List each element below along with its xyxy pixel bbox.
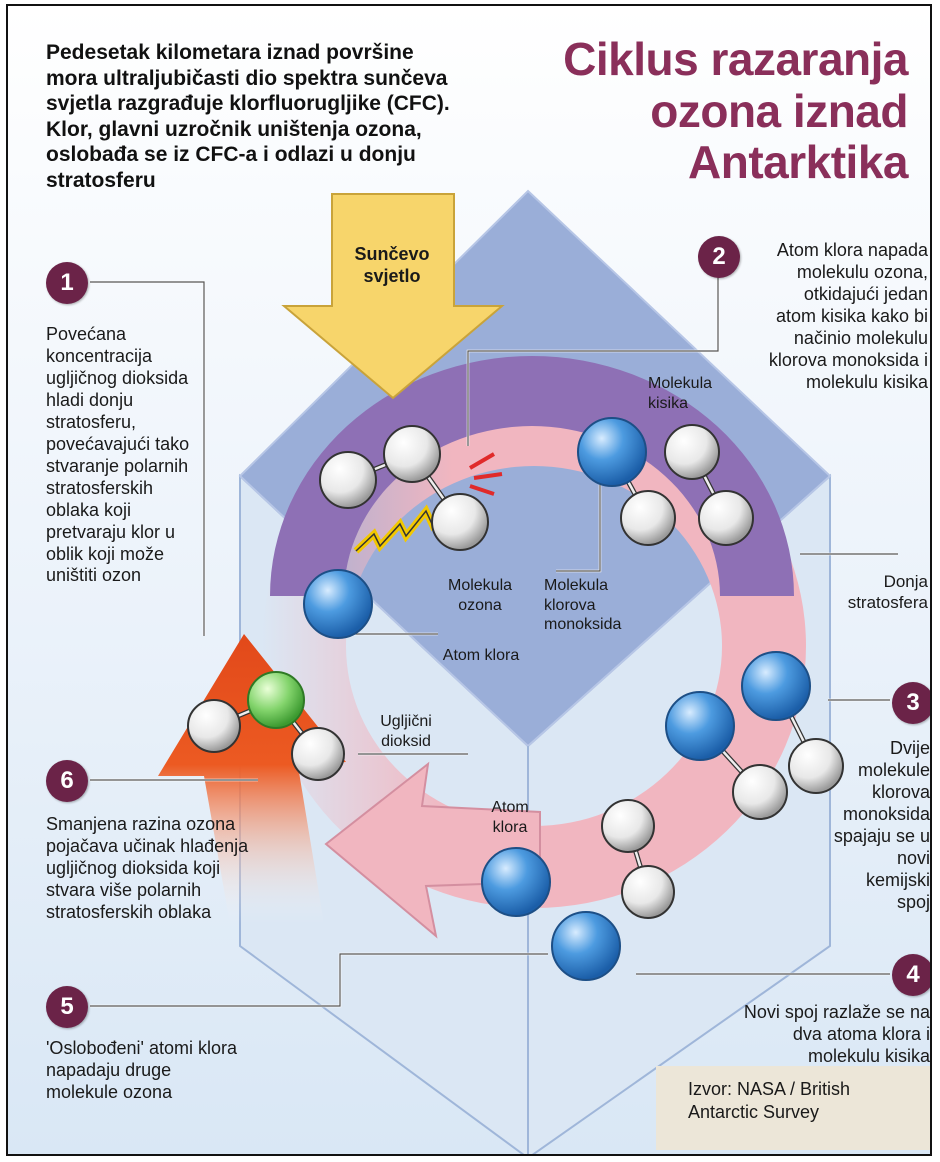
sunlight-label: Sunčevo svjetlo — [354, 244, 430, 286]
source-box: Izvor: NASA / British Antarctic Survey — [656, 1066, 930, 1150]
chlorine-atom-label-bottom: Atom klora — [491, 799, 529, 836]
step-3-text: Dvije molekule klorova monoksida spajaju… — [833, 738, 930, 912]
chlorine-atom — [577, 417, 647, 487]
lightning-bolt-icon-outline — [355, 501, 447, 552]
step-1-text: Povećana koncentracija ugljičnog dioksid… — [46, 324, 190, 586]
sunlight-arrow — [281, 193, 505, 400]
step-badge-4: 4 — [892, 954, 930, 996]
step-5-text: 'Oslobođeni' atomi klora napadaju druge … — [46, 1038, 237, 1102]
chlorine-atom — [481, 847, 551, 917]
ozone-oxygen-atom — [431, 493, 489, 551]
infographic-frame: Pedesetak kilometara iznad površine mora… — [6, 4, 932, 1156]
oxygen-atom — [621, 865, 675, 919]
oxygen-atom — [620, 490, 676, 546]
carbon-atom — [247, 671, 305, 729]
ozone-cycle-diagram — [90, 189, 898, 1154]
ozone-oxygen-atom — [383, 425, 441, 483]
leader-lines-dark — [90, 276, 898, 1007]
co2-oxygen-atom — [187, 699, 241, 753]
chlorine-monoxide-label: Molekula klorova monoksida — [544, 577, 622, 634]
step-badge-3: 3 — [892, 682, 930, 724]
step-badge-2: 2 — [698, 236, 740, 278]
co2-oxygen-atom — [291, 727, 345, 781]
step-6-text: Smanjena razina ozona pojačava učinak hl… — [46, 814, 249, 922]
chlorine-atom — [665, 691, 735, 761]
oxygen-molecule-label: Molekula kisika — [648, 375, 713, 412]
chlorine-atom — [303, 569, 373, 639]
step-2-text: Atom klora napada molekulu ozona, otkida… — [768, 240, 928, 392]
intro-text: Pedesetak kilometara iznad površine mora… — [46, 41, 450, 193]
lower-stratosphere-label: Donja stratosfera — [847, 572, 928, 612]
step-4-text: Novi spoj razlaže se na dva atoma klora … — [743, 1002, 930, 1066]
oxygen-atom — [664, 424, 720, 480]
oxygen-atom — [732, 764, 788, 820]
chlorine-atom — [551, 911, 621, 981]
step-badge-5: 5 — [46, 986, 88, 1028]
page-title: Ciklus razaranja ozona iznad Antarktika — [563, 33, 908, 189]
step-badge-1: 1 — [46, 262, 88, 304]
impact-icon — [468, 452, 503, 496]
step-badge-6: 6 — [46, 760, 88, 802]
oxygen-atom — [601, 799, 655, 853]
oxygen-atom — [788, 738, 844, 794]
oxygen-atom — [698, 490, 754, 546]
purple-reaction-band — [270, 356, 794, 596]
chlorine-atom-label: Atom klora — [442, 647, 520, 664]
pink-cycle-arrowhead — [324, 761, 541, 939]
chlorine-atom — [741, 651, 811, 721]
carbon-dioxide-label: Ugljični dioksid — [380, 713, 432, 750]
ozone-oxygen-atom — [319, 451, 377, 509]
source-text: Izvor: NASA / British Antarctic Survey — [688, 1079, 851, 1123]
ozone-molecule-label: Molekula ozona — [447, 577, 513, 614]
